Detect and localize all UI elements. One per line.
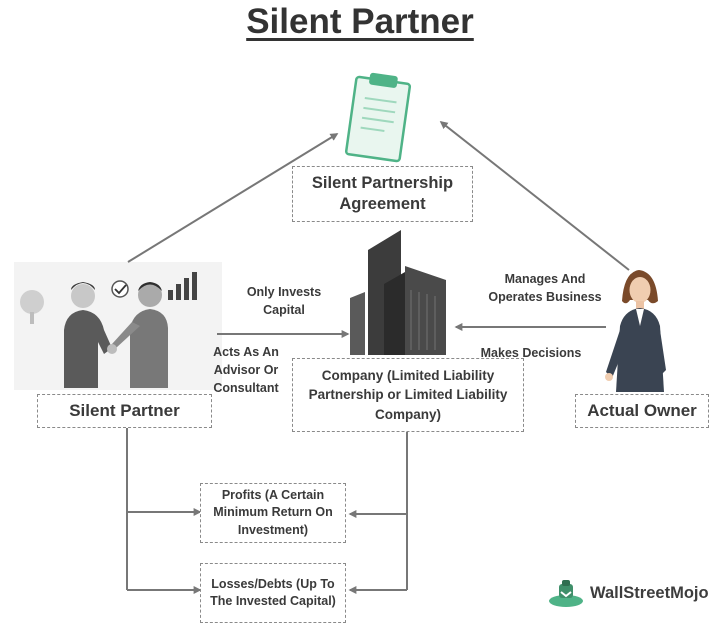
profits-label: Profits (A Certain Minimum Return On Inv… [213, 487, 333, 537]
losses-label: Losses/Debts (Up To The Invested Capital… [210, 576, 336, 609]
only-invests-label: Only Invests Capital [246, 285, 322, 318]
bar-chart-icon [168, 290, 173, 300]
brand-name: WallStreetMojo [590, 583, 709, 602]
manages-label: Manages And Operates Business [488, 272, 602, 305]
arrow-owner-to-agreement [439, 121, 630, 271]
page-title: Silent Partner [246, 2, 474, 41]
brand-logo: WallStreetMojo [548, 578, 709, 608]
company-box: Company (Limited Liability Partnership o… [292, 358, 524, 432]
losses-box: Losses/Debts (Up To The Invested Capital… [200, 563, 346, 623]
building-icon [350, 230, 446, 355]
arrow-partner-to-agreement [127, 133, 339, 263]
company-label: Company (Limited Liability Partnership o… [308, 367, 508, 422]
connectors [126, 121, 630, 594]
silent-partner-box: Silent Partner [37, 394, 212, 428]
wallstreetmojo-logo-icon [549, 580, 583, 607]
actual-owner-label: Actual Owner [587, 401, 697, 420]
agreement-label: Silent Partnership Agreement [311, 173, 454, 213]
actual-owner-box: Actual Owner [575, 394, 709, 428]
silent-partner-label: Silent Partner [69, 401, 180, 420]
makes-decisions-label: Makes Decisions [480, 346, 582, 360]
clipboard-icon [344, 72, 412, 163]
profits-box: Profits (A Certain Minimum Return On Inv… [200, 483, 346, 543]
businesswoman-illustration [605, 270, 666, 392]
acts-as-advisor-label: Acts As An Advisor Or Consultant [213, 345, 279, 396]
agreement-box: Silent Partnership Agreement [292, 166, 473, 222]
handshake-illustration [14, 262, 222, 390]
